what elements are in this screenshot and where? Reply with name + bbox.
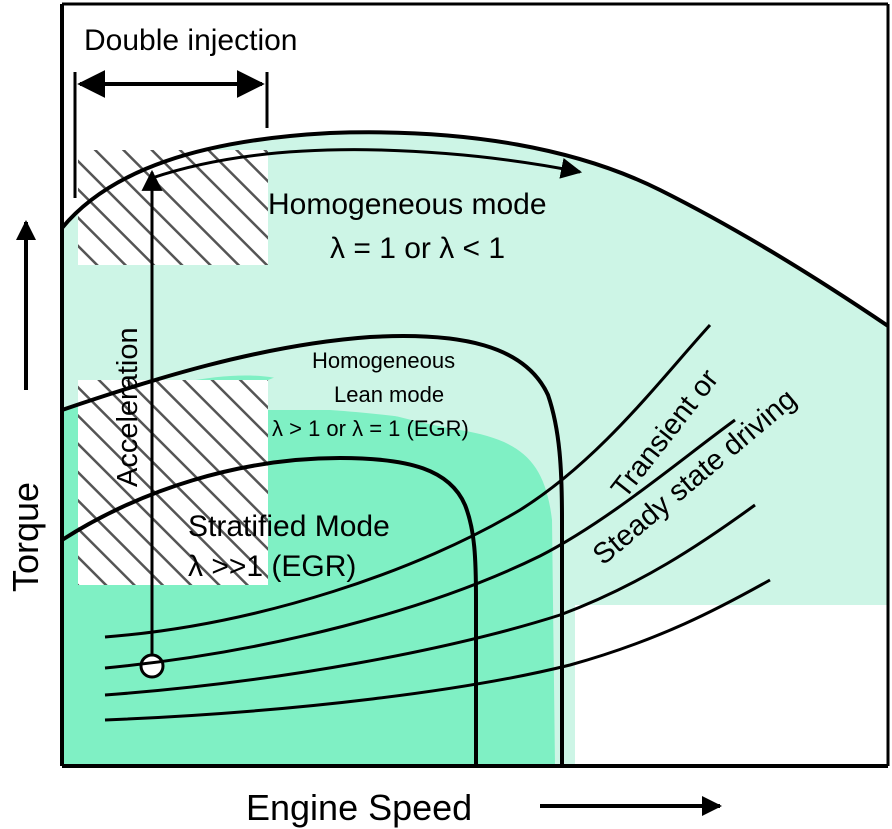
y-axis-label: Torque bbox=[5, 482, 46, 592]
lean-mode-region bbox=[268, 348, 552, 460]
double-injection-hatch-upper bbox=[78, 150, 268, 265]
lean-lambda-label: λ > 1 or λ = 1 (EGR) bbox=[272, 416, 469, 441]
driving-curve-4 bbox=[104, 578, 771, 722]
lean-mode-label-line2: Lean mode bbox=[334, 382, 444, 407]
operating-point-marker bbox=[139, 653, 165, 679]
double-injection-label: Double injection bbox=[84, 24, 297, 57]
driving-curve-1 bbox=[104, 323, 712, 639]
homogeneous-mode-label: Homogeneous mode bbox=[268, 188, 547, 221]
driving-curve-3 bbox=[104, 503, 756, 697]
homogeneous-lambda-label: λ = 1 or λ < 1 bbox=[330, 232, 505, 265]
acceleration-label: Acceleration bbox=[112, 327, 144, 487]
stratified-boundary bbox=[60, 455, 478, 766]
driving-curve-2 bbox=[104, 418, 736, 670]
stratified-mode-label: Stratified Mode bbox=[188, 510, 390, 543]
stratified-lambda-label: λ >>1 (EGR) bbox=[188, 550, 356, 583]
full-load-path-arrow bbox=[151, 148, 583, 180]
homogeneous-lean-boundary bbox=[61, 334, 564, 766]
lean-mode-label-line1: Homogeneous bbox=[312, 348, 455, 373]
double-injection-hatch-lower bbox=[78, 380, 268, 585]
full-load-curve bbox=[60, 130, 890, 328]
x-axis-label: Engine Speed bbox=[246, 787, 472, 828]
